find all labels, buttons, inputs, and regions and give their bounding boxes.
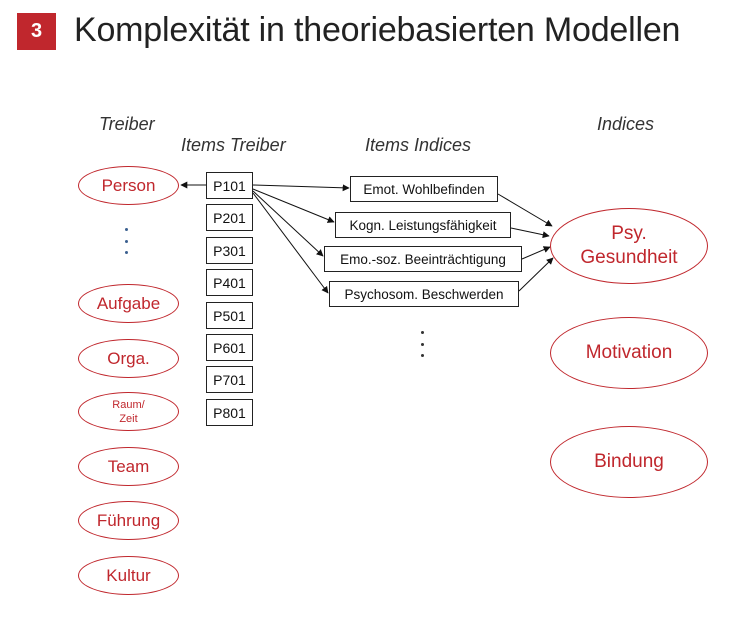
column-header-items-treiber: Items Treiber [181, 135, 286, 155]
index-motivation-label: Motivation [585, 342, 673, 363]
driver-orga-label: Orga. [107, 348, 150, 368]
driver-team: Team [78, 447, 179, 486]
driver-raum-line1: Raum/ [112, 398, 145, 411]
index-psy-line1: Psy. [611, 223, 647, 244]
driver-aufgabe-label: Aufgabe [96, 293, 161, 313]
index-item-kogn-leistungsfaehigkeit: Kogn. Leistungsfähigkeit [335, 212, 511, 238]
driver-item-box: P701 [206, 366, 253, 393]
index-bindung-label: Bindung [594, 451, 664, 472]
arrow-p101-emot [252, 184, 350, 192]
index-psy-line2: Gesundheit [580, 247, 678, 268]
index-motivation: Motivation [550, 317, 708, 389]
index-item-psychosom-beschwerden: Psychosom. Beschwerden [329, 281, 519, 307]
section-number-badge: 3 [17, 13, 56, 50]
driver-orga: Orga. [78, 339, 179, 378]
index-item-emot-wohlbefinden: Emot. Wohlbefinden [350, 176, 498, 202]
driver-item-box: P301 [206, 237, 253, 264]
driver-item-box: P601 [206, 334, 253, 361]
column-header-items-indices: Items Indices [365, 135, 472, 155]
driver-item-box: P201 [206, 204, 253, 231]
index-item-emo-soz-beeintraechtigung: Emo.-soz. Beeinträchtigung [324, 246, 522, 272]
driver-person-label: Person [101, 175, 156, 195]
index-bindung: Bindung [550, 426, 708, 498]
driver-ellipsis-dots [125, 228, 129, 254]
driver-item-box: P401 [206, 269, 253, 296]
driver-item-box: P801 [206, 399, 253, 426]
driver-raum-zeit-label: Raum/ Zeit [112, 398, 144, 426]
index-psy-gesundheit-label: Psy. Gesundheit [580, 222, 677, 270]
driver-item-box: P101 [206, 172, 253, 199]
index-item-ellipsis-dots [421, 331, 425, 357]
driver-raum-zeit: Raum/ Zeit [78, 392, 179, 431]
driver-person: Person [78, 166, 179, 205]
page-title: Komplexität in theoriebasierten Modellen [74, 11, 681, 49]
arrow-p101-emo [252, 190, 324, 257]
driver-team-label: Team [107, 456, 150, 476]
driver-kultur-label: Kultur [106, 565, 151, 585]
arrow-p101-psychosom [252, 192, 329, 294]
driver-kultur: Kultur [78, 556, 179, 595]
driver-raum-line2: Zeit [119, 412, 138, 425]
column-header-indices: Indices [597, 114, 655, 134]
driver-fuehrung: Führung [78, 501, 179, 540]
column-header-treiber: Treiber [99, 114, 155, 134]
arrow-emot-psy [497, 193, 553, 227]
arrow-psychosom-psy [518, 257, 554, 292]
arrow-p101-kogn [252, 188, 335, 223]
driver-aufgabe: Aufgabe [78, 284, 179, 323]
index-psy-gesundheit: Psy. Gesundheit [550, 208, 708, 284]
arrow-kogn-psy [510, 227, 550, 239]
arrow-emo-psy [521, 246, 551, 260]
driver-item-box: P501 [206, 302, 253, 329]
driver-fuehrung-label: Führung [96, 510, 161, 530]
